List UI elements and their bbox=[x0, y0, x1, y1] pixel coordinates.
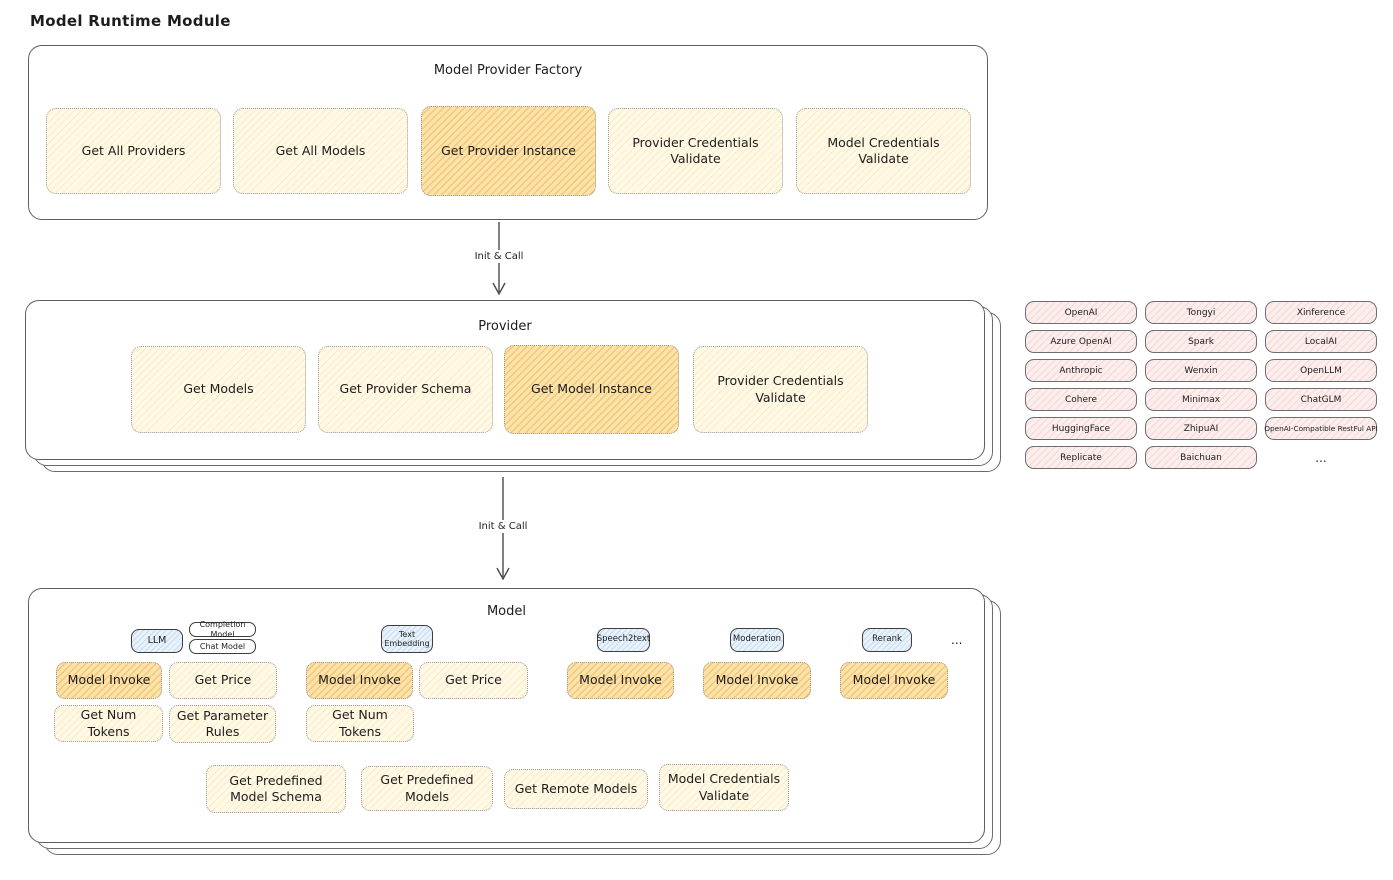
tag-label: LLM bbox=[147, 634, 167, 646]
tag-label: Rerank bbox=[872, 634, 902, 645]
node-label: Get Remote Models bbox=[514, 780, 638, 796]
provider-chip-baichuan: Baichuan bbox=[1145, 446, 1257, 469]
tag-label: Moderation bbox=[732, 634, 782, 645]
init-call-label-2: Init & Call bbox=[459, 520, 547, 533]
node-embed-model-invoke: Model Invoke bbox=[306, 662, 413, 699]
node-llm-get-price: Get Price bbox=[169, 662, 277, 699]
node-label: Get Num Tokens bbox=[80, 707, 137, 739]
model-title: Model bbox=[486, 604, 527, 619]
provider-chip-minimax: Minimax bbox=[1145, 388, 1257, 411]
node-moderation-model-invoke: Model Invoke bbox=[703, 662, 811, 699]
node-get-remote-models: Get Remote Models bbox=[504, 769, 648, 809]
provider-chip-anthropic: Anthropic bbox=[1025, 359, 1137, 382]
tag-label: Chat Model bbox=[199, 641, 246, 651]
node-label: Get All Providers bbox=[81, 142, 186, 158]
tag-completion-model: Completion Model bbox=[189, 620, 256, 639]
node-label: Get Predefined Models bbox=[380, 772, 474, 804]
provider-chip-spark: Spark bbox=[1145, 330, 1257, 353]
provider-title: Provider bbox=[478, 319, 532, 334]
node-get-provider-schema: Get Provider Schema bbox=[318, 346, 493, 433]
provider-chip-wenxin: Wenxin bbox=[1145, 359, 1257, 382]
node-provider-credentials-validate-2: Provider Credentials Validate bbox=[693, 346, 868, 433]
node-llm-get-parameter-rules: Get Parameter Rules bbox=[169, 705, 276, 743]
provider-list-ellipsis: ... bbox=[1315, 450, 1327, 465]
model-box: Model LLM Completion Model Chat Model Te… bbox=[28, 588, 985, 843]
node-label: Get Num Tokens bbox=[332, 707, 388, 739]
init-call-label-1: Init & Call bbox=[455, 250, 543, 263]
tag-llm: LLM bbox=[131, 629, 183, 653]
node-label: Get Price bbox=[445, 672, 502, 688]
node-embed-get-num-tokens: Get Num Tokens bbox=[306, 705, 414, 742]
factory-box: Model Provider Factory Get All Providers… bbox=[28, 45, 988, 220]
node-model-credentials-validate: Model Credentials Validate bbox=[796, 108, 971, 194]
node-label: Get Provider Instance bbox=[441, 142, 576, 158]
node-label: Get All Models bbox=[275, 142, 366, 158]
provider-chip-replicate: Replicate bbox=[1025, 446, 1137, 469]
provider-chip-tongyi: Tongyi bbox=[1145, 301, 1257, 324]
tag-label: Speech2text bbox=[596, 634, 651, 645]
tag-label: Text Embedding bbox=[384, 629, 430, 648]
provider-chip-openai: OpenAI bbox=[1025, 301, 1137, 324]
node-label: Provider Credentials Validate bbox=[632, 134, 759, 166]
tag-text-embedding: Text Embedding bbox=[381, 625, 433, 653]
provider-chip-zhipuai: ZhipuAI bbox=[1145, 417, 1257, 440]
node-embed-get-price: Get Price bbox=[419, 662, 528, 699]
provider-chip-azure-openai: Azure OpenAI bbox=[1025, 330, 1137, 353]
node-label: Model Invoke bbox=[715, 672, 799, 688]
node-label: Get Parameter Rules bbox=[176, 707, 269, 739]
node-get-models: Get Models bbox=[131, 346, 306, 433]
provider-list: OpenAI Tongyi Xinference Azure OpenAI Sp… bbox=[1025, 301, 1378, 469]
provider-chip-openai-compatible: OpenAI-Compatible RestFul API bbox=[1264, 417, 1378, 440]
node-get-model-instance: Get Model Instance bbox=[504, 345, 679, 434]
node-model-credentials-validate-2: Model Credentials Validate bbox=[659, 764, 789, 811]
tag-moderation: Moderation bbox=[730, 628, 784, 652]
tag-chat-model: Chat Model bbox=[189, 639, 256, 654]
node-get-predefined-models: Get Predefined Models bbox=[361, 766, 493, 811]
node-label: Get Predefined Model Schema bbox=[229, 772, 323, 804]
tag-speech2text: Speech2text bbox=[597, 628, 650, 652]
node-label: Get Price bbox=[194, 672, 252, 688]
node-label: Model Invoke bbox=[852, 672, 936, 688]
node-get-all-providers: Get All Providers bbox=[46, 108, 221, 194]
node-label: Get Model Instance bbox=[531, 381, 652, 397]
node-label: Model Invoke bbox=[579, 672, 662, 688]
provider-chip-openllm: OpenLLM bbox=[1265, 359, 1377, 382]
factory-title: Model Provider Factory bbox=[433, 63, 583, 78]
node-get-all-models: Get All Models bbox=[233, 108, 408, 194]
tag-rerank: Rerank bbox=[862, 628, 912, 652]
node-label: Provider Credentials Validate bbox=[717, 373, 844, 405]
provider-chip-cohere: Cohere bbox=[1025, 388, 1137, 411]
node-label: Model Credentials Validate bbox=[667, 771, 781, 803]
node-label: Model Invoke bbox=[67, 672, 151, 688]
node-rerank-model-invoke: Model Invoke bbox=[840, 662, 948, 699]
provider-chip-chatglm: ChatGLM bbox=[1265, 388, 1377, 411]
provider-chip-localai: LocalAI bbox=[1265, 330, 1377, 353]
node-get-provider-instance: Get Provider Instance bbox=[421, 106, 596, 196]
provider-chip-xinference: Xinference bbox=[1265, 301, 1377, 324]
tag-label: Completion Model bbox=[199, 620, 246, 639]
tags-ellipsis: ... bbox=[951, 633, 963, 647]
provider-chip-huggingface: HuggingFace bbox=[1025, 417, 1137, 440]
diagram-title: Model Runtime Module bbox=[30, 12, 231, 30]
node-speech-model-invoke: Model Invoke bbox=[567, 662, 674, 699]
node-provider-credentials-validate: Provider Credentials Validate bbox=[608, 108, 783, 194]
provider-box: Provider Get Models Get Provider Schema … bbox=[25, 300, 985, 460]
node-label: Get Models bbox=[183, 381, 254, 397]
node-llm-model-invoke: Model Invoke bbox=[56, 662, 162, 699]
node-get-predefined-model-schema: Get Predefined Model Schema bbox=[206, 765, 346, 813]
node-label: Get Provider Schema bbox=[339, 381, 472, 397]
node-label: Model Invoke bbox=[318, 672, 401, 688]
node-llm-get-num-tokens: Get Num Tokens bbox=[54, 705, 163, 742]
node-label: Model Credentials Validate bbox=[827, 134, 940, 166]
